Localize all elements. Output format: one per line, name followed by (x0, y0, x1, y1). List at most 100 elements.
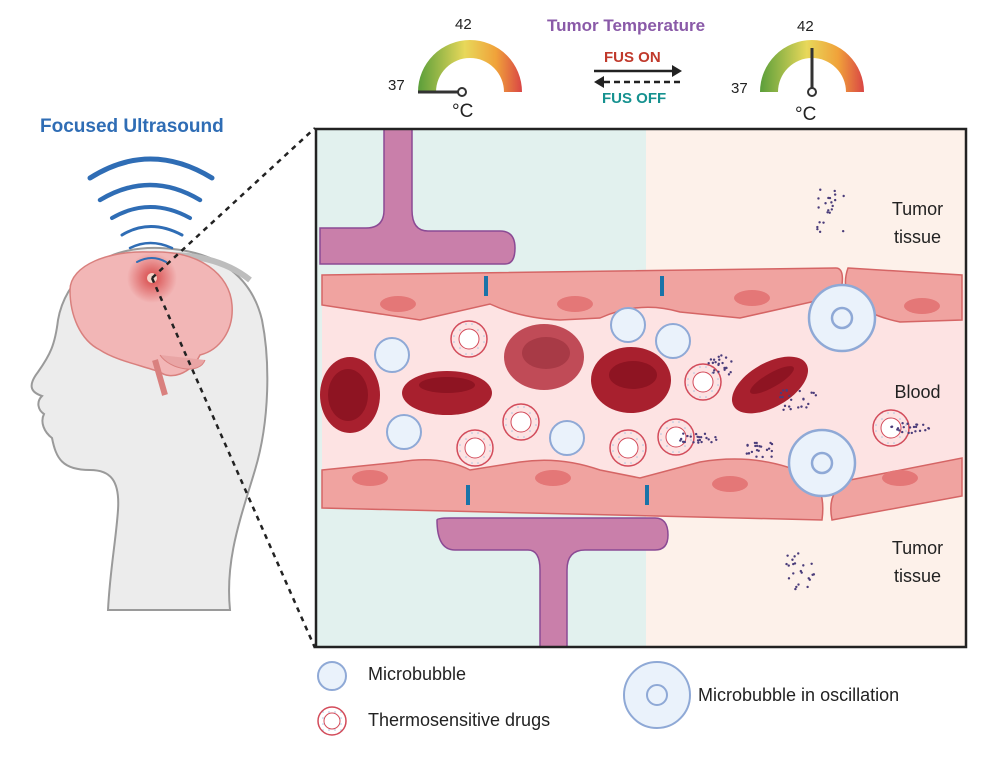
tight-junction (660, 276, 664, 296)
legend-drug-icon (317, 706, 347, 736)
endothelium-top (321, 267, 844, 321)
drug-particle (924, 429, 927, 432)
drug-particle (818, 221, 821, 224)
drug-particle (902, 425, 905, 429)
drug-particle (922, 423, 925, 426)
tumor-tissue-bottom-label: Tumor tissue (891, 538, 944, 586)
drug-particle (712, 371, 715, 374)
drug-particle (714, 435, 717, 439)
drug-particle (826, 211, 829, 214)
drug-particle (720, 354, 723, 357)
drug-particle (746, 444, 749, 447)
drug-particle (782, 408, 785, 412)
drug-particle (745, 452, 749, 455)
drug-particle (712, 358, 716, 361)
zoom-line-bottom (150, 277, 317, 649)
drug-particle (750, 450, 754, 454)
gauge-before (418, 40, 522, 97)
drug-particle (683, 440, 687, 444)
drug-particle (724, 366, 728, 370)
drug-particle (791, 558, 794, 561)
drug-particle (901, 422, 904, 425)
drug-particle (802, 564, 805, 567)
drug-particle (788, 394, 791, 398)
drug-particle (709, 358, 713, 361)
drug-particle (729, 371, 732, 374)
drug-particle (747, 452, 751, 455)
drug-particle (761, 455, 764, 459)
drug-particle (679, 437, 683, 441)
drug-particle (730, 360, 733, 363)
drug-particle (721, 361, 724, 365)
legend-microbubble-label: Microbubble (368, 664, 467, 684)
drug-particle (698, 438, 702, 442)
drug-particle (814, 394, 818, 397)
drug-particle (918, 429, 922, 433)
drug-particle (827, 196, 830, 200)
tight-junction (645, 485, 649, 505)
gauge-pivot (457, 87, 467, 97)
drug-particle (714, 360, 717, 364)
drug-particle (717, 362, 720, 365)
drug-particle (793, 555, 796, 558)
drug-particle (711, 361, 715, 365)
drug-particle (828, 211, 831, 214)
drug-particle (682, 432, 685, 435)
drug-particle (810, 562, 813, 565)
drug-particle (841, 229, 845, 233)
gauge-after-min: 37 (731, 80, 748, 97)
drug-particle (723, 368, 726, 371)
drug-particle (818, 230, 822, 234)
panel-frame (314, 127, 968, 649)
drug-particle (890, 425, 893, 429)
drug-particle (816, 227, 819, 231)
drug-particle (697, 441, 700, 444)
drug-particle (817, 197, 820, 200)
tumor-temperature-title: Tumor Temperature (547, 16, 706, 35)
drug-particle (822, 221, 825, 224)
drug-particle (799, 569, 803, 573)
red-blood-cells (320, 324, 808, 433)
oscillating-microbubbles (787, 283, 877, 498)
drug-particle (896, 428, 899, 431)
drug-particle (696, 435, 699, 438)
drug-particle (779, 395, 782, 399)
drug-particle (789, 407, 792, 411)
drug-particle (787, 564, 790, 567)
drug-particle (800, 405, 803, 408)
drug-particle (819, 188, 822, 191)
legend-drug-label: Thermosensitive drugs (368, 710, 551, 730)
released-drug-particles (679, 188, 931, 591)
drug-particle (770, 449, 774, 453)
drug-particle (901, 430, 904, 434)
drug-particle (785, 562, 788, 566)
drug-particle (794, 587, 797, 591)
drug-particle (810, 391, 813, 394)
microbubbles (374, 307, 691, 456)
drug-particle (833, 198, 837, 202)
drug-particle (681, 440, 685, 444)
drug-particle (907, 431, 910, 435)
drug-particle (787, 577, 791, 580)
drug-particle (705, 436, 708, 440)
gauge-after-unit: °C (795, 104, 817, 125)
thermosensitive-drug-liposomes (450, 320, 910, 467)
drug-particle (699, 436, 703, 439)
blood-label: Blood (894, 382, 941, 402)
drug-particle (824, 202, 827, 205)
vessel-panel (314, 127, 968, 649)
drug-particle (831, 204, 834, 208)
gauge-before-unit: °C (452, 101, 474, 122)
drug-particle (833, 189, 836, 193)
brain-illustration (69, 251, 233, 396)
drug-particle (797, 406, 800, 409)
focused-ultrasound-title: Focused Ultrasound (40, 116, 224, 137)
drug-particle (753, 441, 757, 445)
drug-particle (908, 426, 912, 429)
drug-particle (765, 448, 769, 452)
drug-particle (808, 578, 811, 581)
legend-oscillation-icon (623, 661, 691, 729)
drug-particle (827, 209, 830, 212)
drug-particle (694, 432, 698, 436)
drug-particle (692, 441, 695, 444)
